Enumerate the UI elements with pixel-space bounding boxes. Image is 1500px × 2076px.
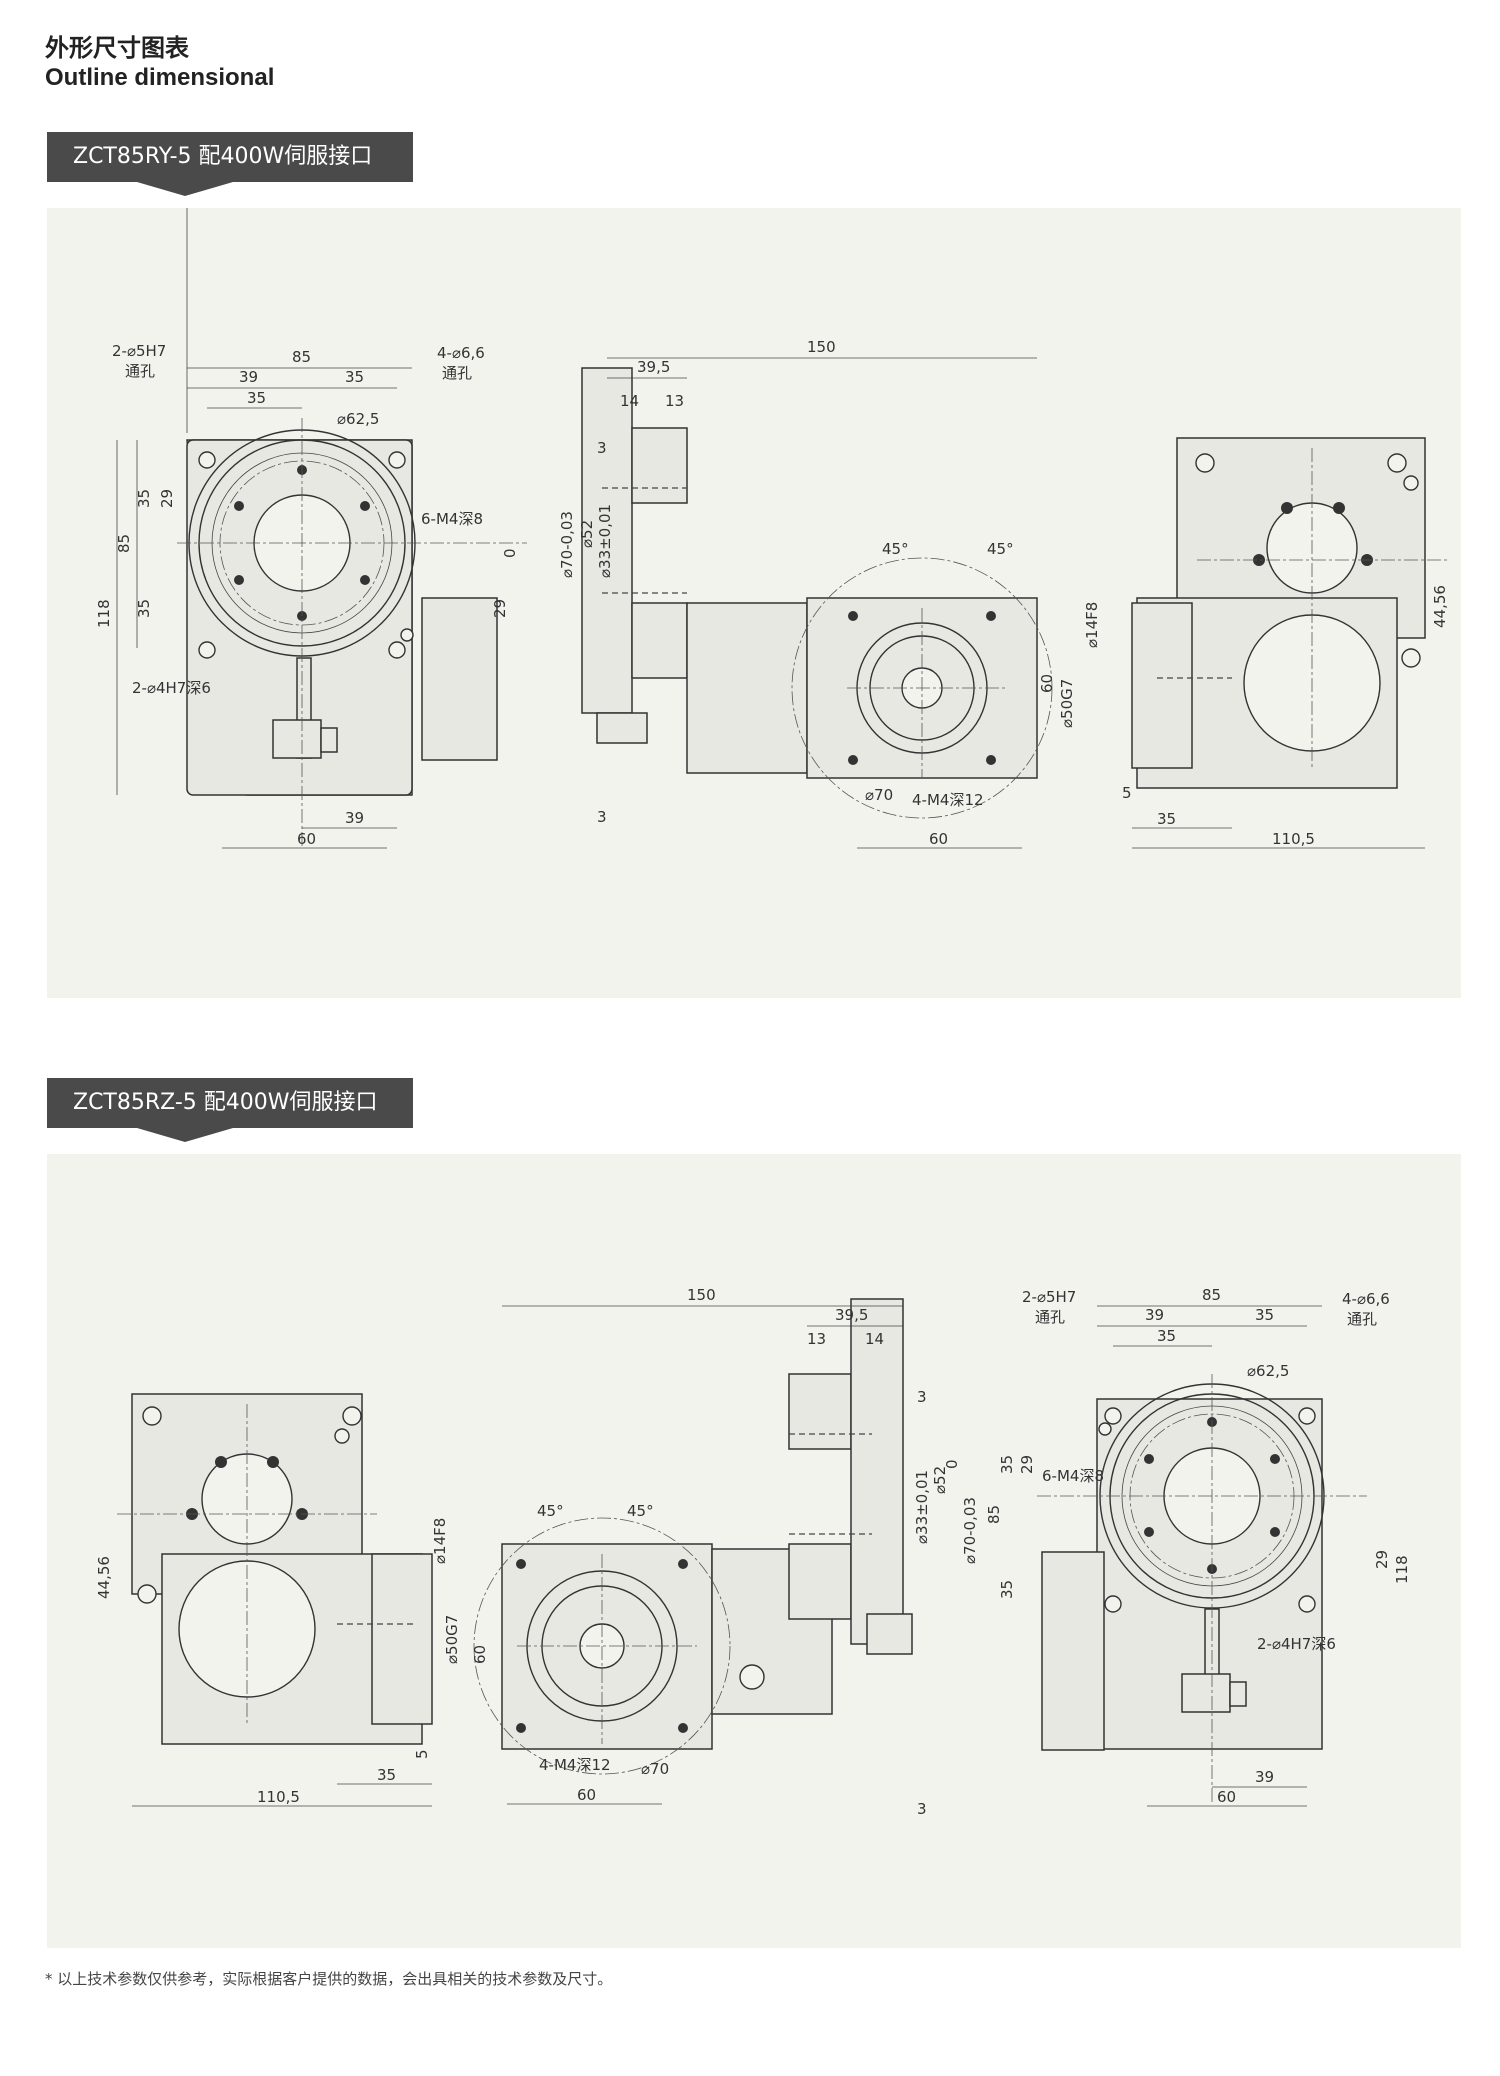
outline-drawing-rz: 44,56 5 35 110,5 ⌀14F8 ⌀50G7 150 39,5 13 xyxy=(95,1286,1411,1818)
dim-dia70-003: ⌀70-0,03 xyxy=(558,511,576,578)
dim-35-v1-b: 35 xyxy=(998,1455,1016,1474)
dim-dia70-b: ⌀70 xyxy=(641,1760,669,1778)
dim-0-b: 0 xyxy=(943,1459,961,1469)
dim-3-b-top: 3 xyxy=(917,1388,927,1406)
dim-14-b: 14 xyxy=(865,1330,884,1348)
front-view-2: 85 39 35 35 2-⌀5H7 通孔 4-⌀6,6 通孔 ⌀62,5 6-… xyxy=(985,1286,1411,1807)
dim-150: 150 xyxy=(807,338,836,356)
label-through-1: 通孔 xyxy=(125,362,155,380)
dim-110-5-b: 110,5 xyxy=(257,1788,300,1806)
dim-29-v: 29 xyxy=(158,489,176,508)
dim-35-top: 35 xyxy=(345,368,364,386)
rear-view-2: 44,56 5 35 110,5 ⌀14F8 ⌀50G7 xyxy=(95,1393,461,1807)
dim-118: 118 xyxy=(95,599,113,628)
dim-35-v1: 35 xyxy=(135,489,153,508)
dim-39-bottom: 39 xyxy=(345,809,364,827)
dim-3-bottom: 3 xyxy=(597,808,607,826)
dim-35-inner: 35 xyxy=(247,389,266,407)
label-through-2: 通孔 xyxy=(442,364,472,382)
dim-35-rear: 35 xyxy=(1157,810,1176,828)
dim-m4x4: 4-M4深12 xyxy=(912,791,984,809)
dim-dia52: ⌀52 xyxy=(578,520,596,548)
dim-45-left: 45° xyxy=(882,540,909,558)
dim-dia14f8: ⌀14F8 xyxy=(1083,602,1101,648)
dim-dia70: ⌀70 xyxy=(865,786,893,804)
dim-13: 13 xyxy=(665,392,684,410)
dim-85-v-b: 85 xyxy=(985,1505,1003,1524)
rear-view: 44,56 5 35 110,5 xyxy=(1122,437,1449,849)
side-view: 150 39,5 14 13 3 3 ⌀70-0,03 ⌀52 ⌀33±0,01… xyxy=(558,338,1101,849)
dim-dia70-003-b: ⌀70-0,03 xyxy=(961,1497,979,1564)
section-tag-rz: ZCT85RZ-5 配400W伺服接口 xyxy=(47,1078,413,1142)
dim-35-inner-b: 35 xyxy=(1157,1327,1176,1345)
dim-39-b: 39 xyxy=(1145,1306,1164,1324)
label-5h7-b: 2-⌀5H7 xyxy=(1022,1288,1076,1306)
page-title-cn: 外形尺寸图表 xyxy=(45,34,189,62)
dim-45-right: 45° xyxy=(987,540,1014,558)
label-through-b2: 通孔 xyxy=(1347,1310,1377,1328)
dim-45-left-b: 45° xyxy=(537,1502,564,1520)
dim-3-b-bottom: 3 xyxy=(917,1800,927,1818)
dim-60-b: 60 xyxy=(1217,1788,1236,1806)
dim-60-v-b: 60 xyxy=(471,1645,489,1664)
dim-5-b: 5 xyxy=(413,1749,431,1759)
label-4h7-b: 2-⌀4H7深6 xyxy=(1257,1635,1336,1653)
page-title-en: Outline dimensional xyxy=(45,64,275,91)
label-6-6-b: 4-⌀6,6 xyxy=(1342,1290,1390,1308)
label-4h7: 2-⌀4H7深6 xyxy=(132,679,211,697)
dim-35-b: 35 xyxy=(377,1766,396,1784)
dim-60: 60 xyxy=(297,830,316,848)
dim-29-r-b: 29 xyxy=(1373,1550,1391,1569)
label-m4x6: 6-M4深8 xyxy=(421,510,483,528)
dim-5: 5 xyxy=(1122,784,1132,802)
dim-44-56: 44,56 xyxy=(1431,585,1449,628)
dim-39-left: 39 xyxy=(239,368,258,386)
dim-60-v: 60 xyxy=(1038,674,1056,693)
dim-150-b: 150 xyxy=(687,1286,716,1304)
dim-35-v2-b: 35 xyxy=(998,1580,1016,1599)
dim-110-5: 110,5 xyxy=(1272,830,1315,848)
dim-m4x4-b: 4-M4深12 xyxy=(539,1756,611,1774)
label-5h7: 2-⌀5H7 xyxy=(112,342,166,360)
dim-39-bottom-b: 39 xyxy=(1255,1768,1274,1786)
dim-118-b: 118 xyxy=(1393,1555,1411,1584)
outline-drawing-ry: 85 39 35 35 2-⌀5H7 通孔 4-⌀6,6 通孔 ⌀62,5 6-… xyxy=(95,208,1449,849)
label-dia62-5: ⌀62,5 xyxy=(337,410,379,428)
dim-60-side-b: 60 xyxy=(577,1786,596,1804)
label-through-b1: 通孔 xyxy=(1035,1308,1065,1326)
dim-39-5: 39,5 xyxy=(637,358,670,376)
footnote: * 以上技术参数仅供参考，实际根据客户提供的数据，会出具相关的技术参数及尺寸。 xyxy=(45,1970,613,1988)
drawing-panel-ry: 85 39 35 35 2-⌀5H7 通孔 4-⌀6,6 通孔 ⌀62,5 6-… xyxy=(47,208,1461,998)
label-6-6: 4-⌀6,6 xyxy=(437,344,485,362)
label-m4x6-b: 6-M4深8 xyxy=(1042,1467,1104,1485)
dim-dia50g7: ⌀50G7 xyxy=(1058,679,1076,728)
dim-85-v: 85 xyxy=(115,534,133,553)
dim-dia50g7-b: ⌀50G7 xyxy=(443,1615,461,1664)
dim-44-56-b: 44,56 xyxy=(95,1556,113,1599)
dim-45-right-b: 45° xyxy=(627,1502,654,1520)
drawing-panel-rz: 44,56 5 35 110,5 ⌀14F8 ⌀50G7 150 39,5 13 xyxy=(47,1154,1461,1948)
dim-29-r: 29 xyxy=(491,599,509,618)
section-tag-ry: ZCT85RY-5 配400W伺服接口 xyxy=(47,132,413,196)
dim-dia33: ⌀33±0,01 xyxy=(596,504,614,578)
dim-dia33-b: ⌀33±0,01 xyxy=(913,1470,931,1544)
label-dia62-5-b: ⌀62,5 xyxy=(1247,1362,1289,1380)
dim-35-top-b: 35 xyxy=(1255,1306,1274,1324)
dim-0: 0 xyxy=(501,548,519,558)
front-view: 85 39 35 35 2-⌀5H7 通孔 4-⌀6,6 通孔 ⌀62,5 6-… xyxy=(95,208,527,849)
dim-13-b: 13 xyxy=(807,1330,826,1348)
dim-60-side: 60 xyxy=(929,830,948,848)
side-view-2: 150 39,5 13 14 3 3 ⌀33±0,01 ⌀52 0 ⌀70-0,… xyxy=(471,1286,979,1818)
dim-dia52-b: ⌀52 xyxy=(931,1466,949,1494)
dim-39-5-b: 39,5 xyxy=(835,1306,868,1324)
dim-29-v-b: 29 xyxy=(1018,1455,1036,1474)
dim-85: 85 xyxy=(292,348,311,366)
dim-dia14f8-b: ⌀14F8 xyxy=(431,1518,449,1564)
dim-85-b: 85 xyxy=(1202,1286,1221,1304)
dim-3-top: 3 xyxy=(597,439,607,457)
dim-35-v2: 35 xyxy=(135,599,153,618)
dim-14: 14 xyxy=(620,392,639,410)
